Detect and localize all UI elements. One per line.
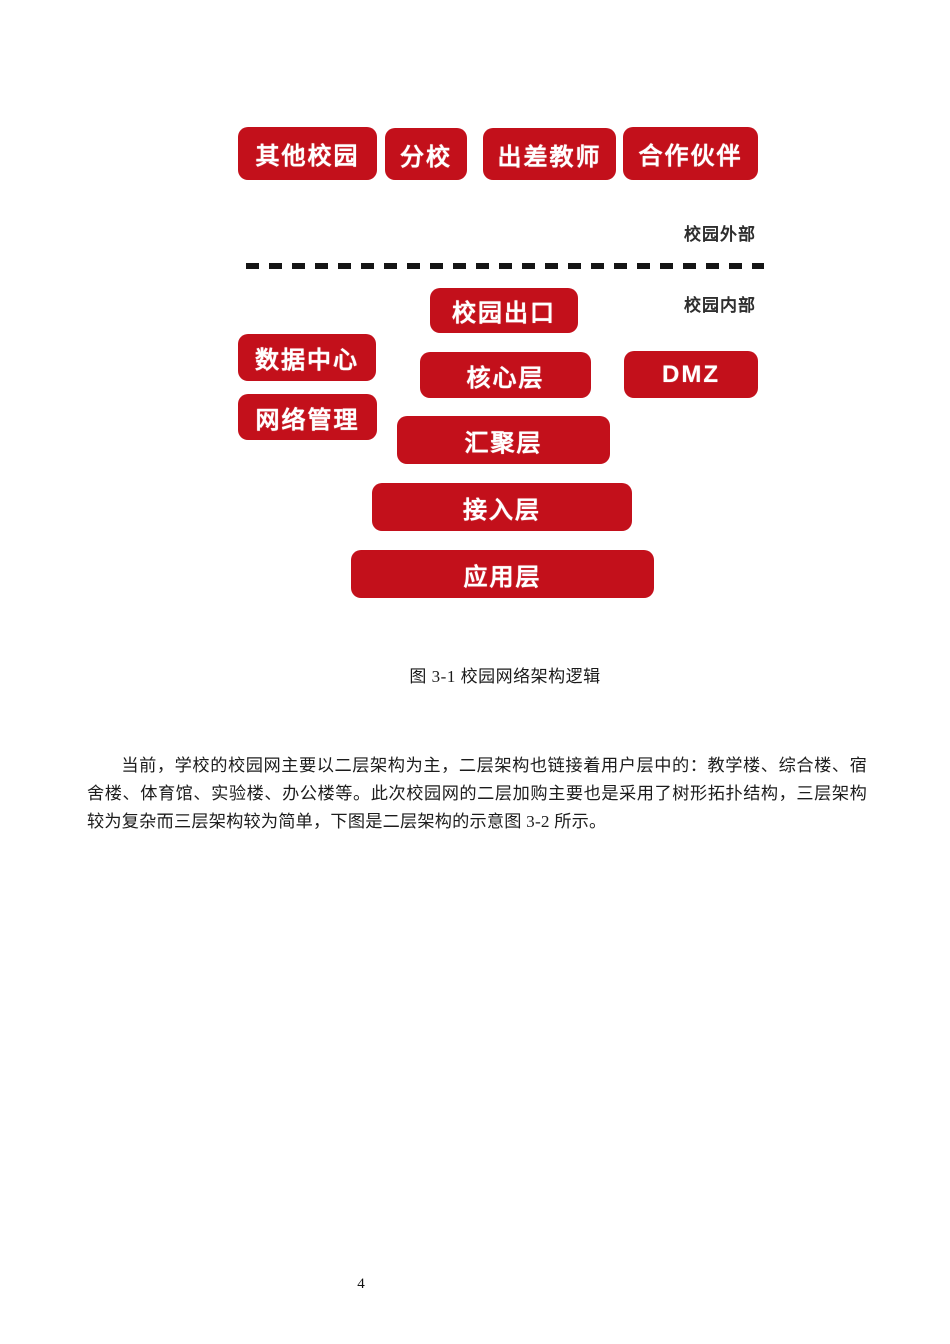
box-data-center: 数据中心 [238,334,376,381]
box-access-layer: 接入层 [372,483,632,531]
label-campus-internal: 校园内部 [684,296,756,315]
figure-caption: 图 3-1 校园网络架构逻辑 [409,667,601,686]
box-core-layer: 核心层 [420,352,591,398]
boundary-dashed-line [246,263,764,269]
box-application-layer: 应用层 [351,550,654,598]
body-paragraph: 当前，学校的校园网主要以二层架构为主，二层架构也链接着用户层中的：教学楼、综合楼… [87,756,867,831]
box-branch-school: 分校 [385,128,467,180]
box-aggregation-layer: 汇聚层 [397,416,610,464]
box-dmz: DMZ [624,351,758,398]
box-partners: 合作伙伴 [623,127,758,180]
box-other-campus: 其他校园 [238,127,377,180]
box-traveling-teachers: 出差教师 [483,128,616,180]
box-campus-exit: 校园出口 [430,288,578,333]
network-architecture-figure: 其他校园 分校 出差教师 合作伙伴 校园外部 校园内部 校园出口 数据中心 核心… [0,0,950,650]
page-number: 4 [357,1276,365,1292]
label-campus-external: 校园外部 [684,225,756,244]
box-network-management: 网络管理 [238,394,377,440]
